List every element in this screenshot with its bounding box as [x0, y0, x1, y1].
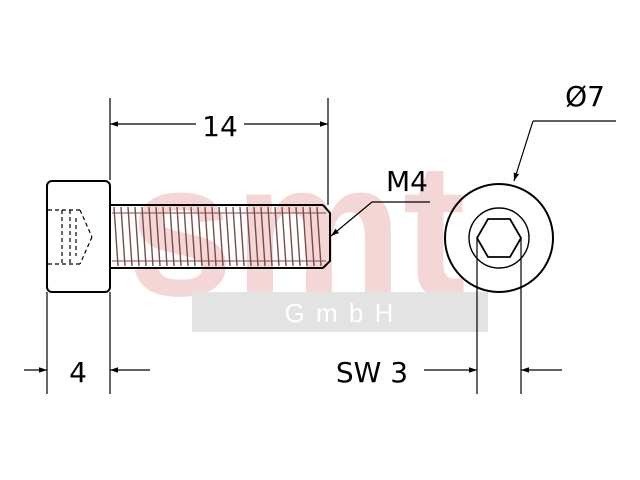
watermark-band	[192, 292, 488, 332]
thread-line	[274, 206, 280, 267]
thread-line	[155, 206, 161, 267]
thread-line	[113, 206, 119, 267]
thread-line	[253, 206, 259, 267]
dimension-head-height	[24, 292, 150, 394]
thread-line	[204, 206, 210, 267]
thread-line	[134, 206, 140, 267]
thread-line	[218, 206, 224, 267]
dimension-length	[109, 98, 329, 205]
watermark: smt G m b H	[128, 124, 488, 336]
head-outer-circle	[444, 183, 554, 293]
dimension-socket-label: SW 3	[336, 356, 408, 389]
head-chamfer-circle	[468, 207, 530, 269]
hex-socket	[475, 218, 523, 258]
thread-line	[141, 206, 147, 267]
thread-line	[169, 206, 175, 267]
thread-line	[246, 206, 252, 267]
thread-line	[211, 206, 217, 267]
thread-line	[288, 206, 294, 267]
screw-head	[46, 180, 111, 293]
thread-line	[183, 206, 189, 267]
thread-line	[239, 206, 245, 267]
dimension-diameter	[513, 120, 616, 182]
thread-line	[281, 206, 287, 267]
screw-side-view	[46, 180, 331, 293]
dimension-diameter-label: Ø7	[565, 80, 605, 113]
socket-hidden-lines	[48, 209, 93, 265]
thread-line	[295, 206, 301, 267]
dimension-socket	[424, 238, 562, 394]
thread-line	[225, 206, 231, 267]
thread-line	[309, 206, 315, 267]
thread-line	[127, 206, 133, 267]
thread-line	[120, 206, 126, 267]
thread-line	[176, 206, 182, 267]
dimension-head-height-label: 4	[69, 356, 87, 389]
thread-lines	[112, 206, 326, 267]
thread-line	[197, 206, 203, 267]
thread-line	[190, 206, 196, 267]
thread-line	[267, 206, 273, 267]
watermark-company: G m b H	[285, 298, 396, 328]
dimension-length-label: 14	[202, 110, 238, 143]
thread-line	[162, 206, 168, 267]
thread-line	[260, 206, 266, 267]
thread-line	[302, 206, 308, 267]
thread-shank	[110, 204, 331, 269]
thread-leader	[330, 201, 430, 237]
thread-line	[316, 206, 322, 267]
thread-line	[148, 206, 154, 267]
thread-line	[232, 206, 238, 267]
thread-label: M4	[386, 165, 428, 198]
